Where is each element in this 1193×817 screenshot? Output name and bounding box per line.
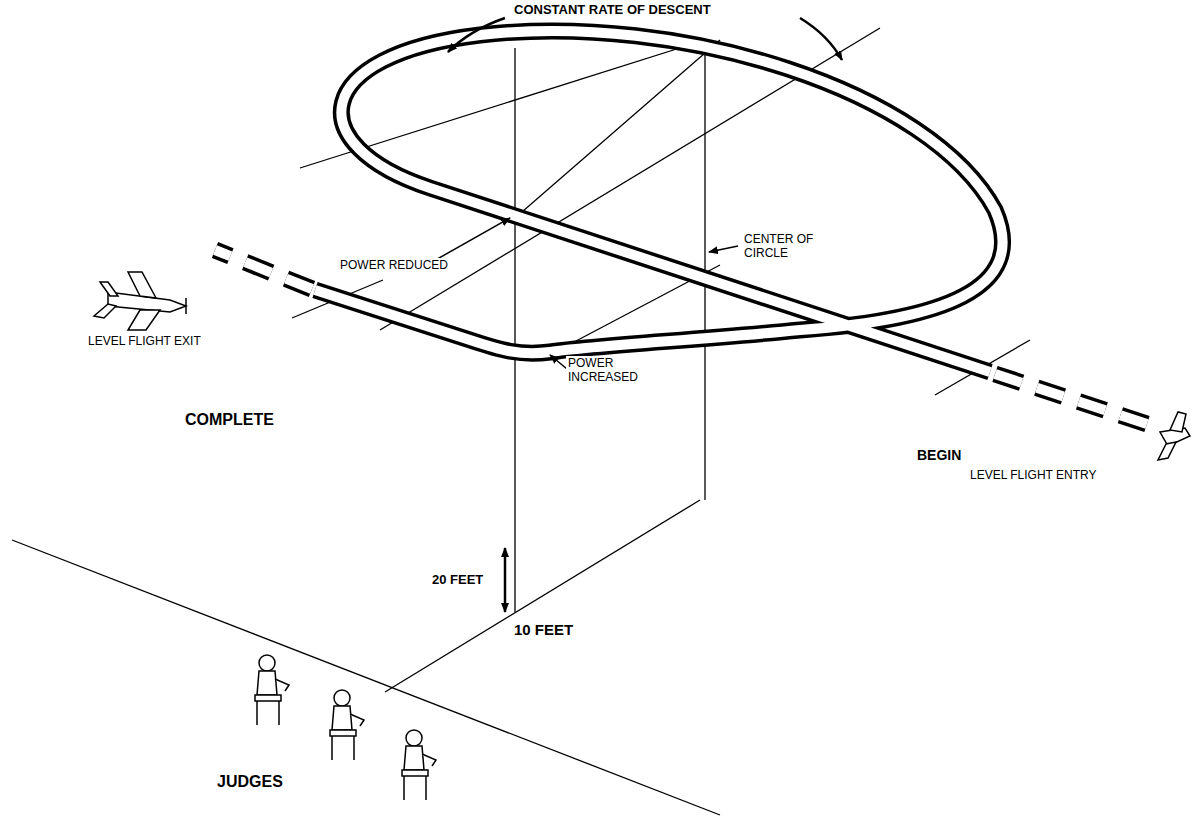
airplane-entry: [1158, 412, 1190, 460]
leader-arrow: [432, 218, 738, 378]
maneuver-label: JUDGES: [215, 772, 285, 792]
maneuver-label: LEVEL FLIGHT ENTRY: [968, 468, 1099, 484]
maneuver-label: CONSTANT RATE OF DESCENT: [512, 2, 713, 19]
maneuver-label: COMPLETE: [183, 410, 276, 430]
ground-line: [12, 28, 1030, 815]
maneuver-label: LEVEL FLIGHT EXIT: [86, 334, 203, 350]
maneuver-label: 20 FEET: [430, 572, 485, 589]
descent-arrow: [448, 18, 842, 60]
airplane-exit: [94, 272, 186, 330]
dimension-arrow: [504, 548, 507, 612]
maneuver-label: 10 FEET: [512, 620, 575, 639]
maneuver-label: POWER INCREASED: [566, 356, 666, 386]
maneuver-label: POWER REDUCED: [338, 258, 450, 274]
flight-track: [215, 31, 1150, 425]
maneuver-label: BEGIN: [915, 446, 963, 464]
maneuver-label: CENTER OF CIRCLE: [742, 232, 828, 262]
